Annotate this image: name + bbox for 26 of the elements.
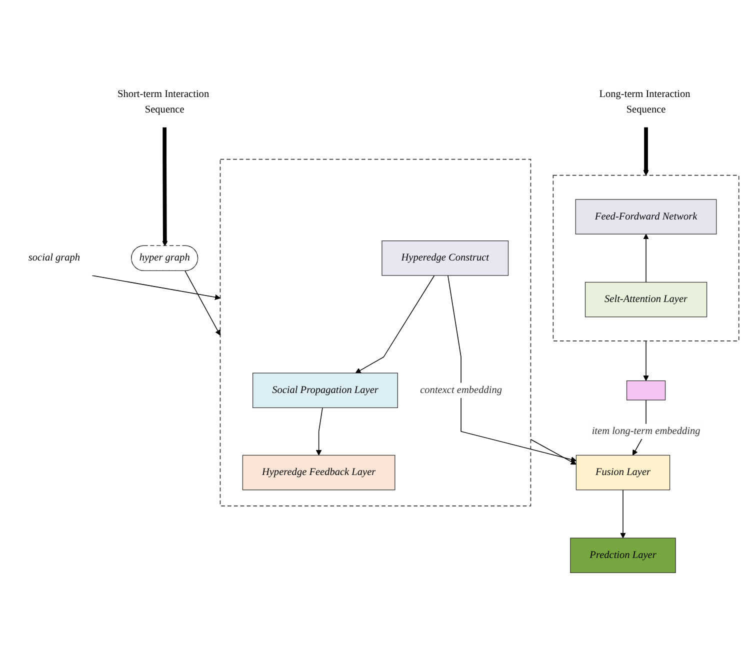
node-text: Short-term Interaction Sequence — [118, 88, 210, 115]
node-box — [382, 240, 509, 276]
arrow — [316, 406, 323, 456]
node-box — [570, 537, 676, 573]
cluster — [552, 174, 740, 341]
arrow — [448, 274, 576, 462]
arrow — [643, 233, 649, 282]
arrow — [620, 489, 626, 538]
node-box — [242, 454, 396, 490]
node-box — [584, 282, 708, 317]
cluster — [220, 158, 532, 506]
arrow — [355, 274, 435, 373]
arrow — [92, 274, 220, 300]
node-text: Long-term Interaction Sequence — [599, 88, 690, 115]
arrow — [162, 126, 168, 246]
arrow — [643, 340, 649, 381]
arrow — [530, 438, 576, 464]
edge-label: contexct embedding — [420, 384, 502, 396]
node-text: social graph — [28, 252, 80, 263]
node-box — [626, 380, 666, 400]
edge-label: item long-term embedding — [592, 425, 700, 436]
node-box — [575, 198, 717, 234]
node-box — [576, 454, 670, 490]
arrow — [643, 126, 649, 176]
node-box — [252, 372, 398, 408]
arrow — [184, 270, 220, 336]
